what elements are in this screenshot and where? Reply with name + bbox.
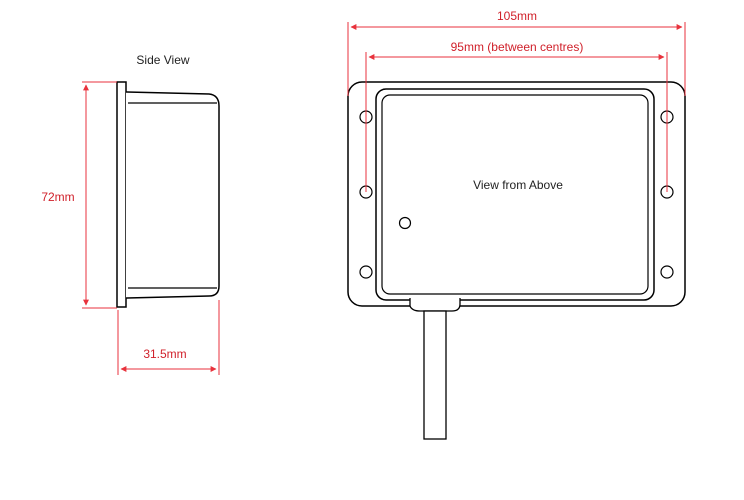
mounting-hole-bottom-right <box>660 265 674 279</box>
mounting-hole-bottom-left <box>359 265 373 279</box>
top-view: View from Above 105mm 95mm (between cent… <box>347 9 686 440</box>
side-view: Side View 72mm 31.5mm <box>41 53 220 375</box>
height-dimension-label: 72mm <box>41 190 74 204</box>
top-view-label: View from Above <box>473 178 563 192</box>
cable <box>423 310 447 440</box>
cable-gland <box>409 298 461 312</box>
lid-screw <box>398 216 412 230</box>
width-dimension-label: 105mm <box>497 9 537 23</box>
top-body-inner <box>381 94 649 295</box>
spacing-dimension-label: 95mm (between centres) <box>451 40 584 54</box>
depth-dimension-label: 31.5mm <box>143 347 186 361</box>
side-body-outline <box>125 91 220 299</box>
side-flange <box>116 81 127 308</box>
side-view-label: Side View <box>136 53 189 67</box>
